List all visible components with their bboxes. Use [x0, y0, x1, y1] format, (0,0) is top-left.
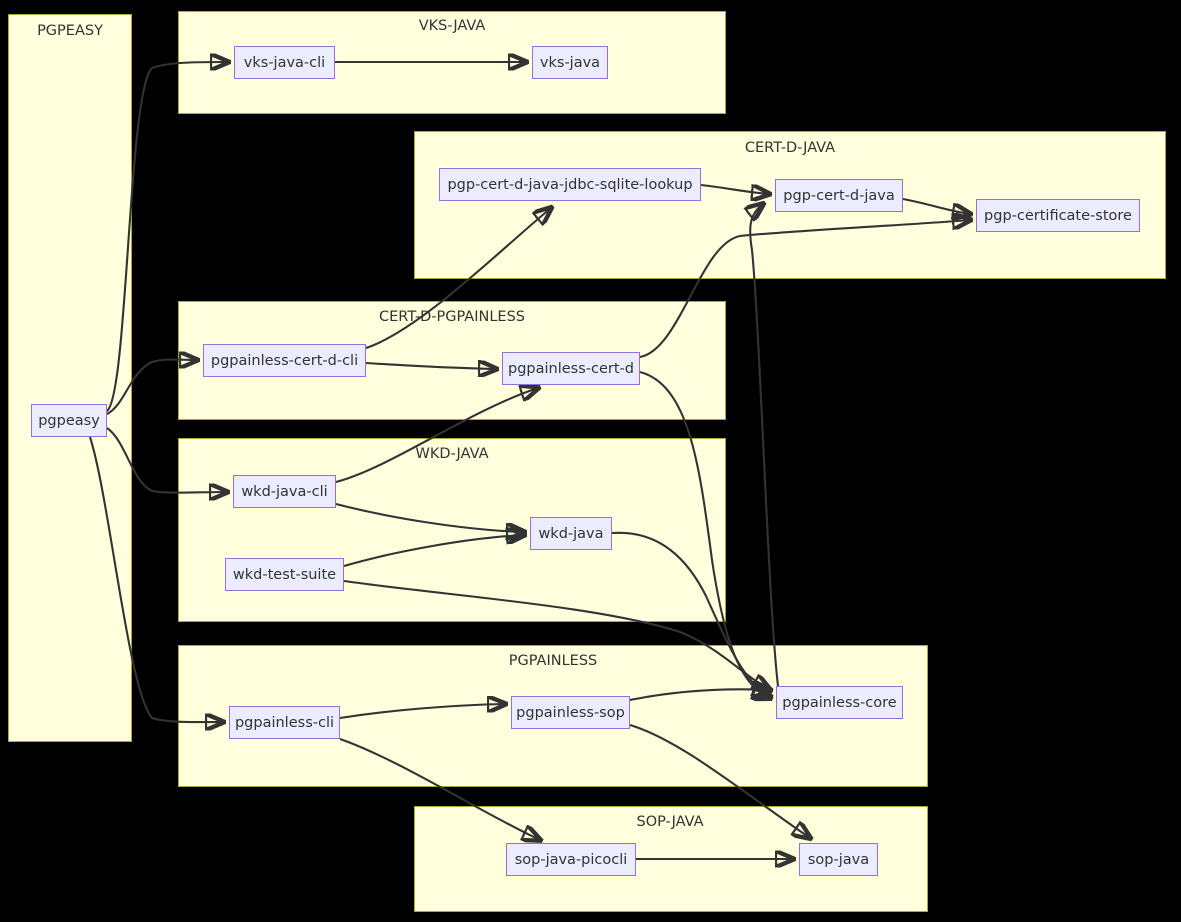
node-sop-java-picocli[interactable]: sop-java-picocli — [506, 843, 636, 876]
node-wkd-java-cli[interactable]: wkd-java-cli — [233, 475, 336, 508]
node-sop-java[interactable]: sop-java — [799, 843, 878, 876]
cluster-pgpeasy — [8, 14, 132, 742]
cluster-label-cert-d-pgpainless: CERT-D-PGPAINLESS — [379, 309, 525, 325]
node-pgpeasy[interactable]: pgpeasy — [31, 404, 107, 437]
node-wkd-test-suite[interactable]: wkd-test-suite — [225, 558, 344, 591]
node-pgpainless-cert-d-cli[interactable]: pgpainless-cert-d-cli — [203, 344, 366, 377]
node-pgpainless-cert-d[interactable]: pgpainless-cert-d — [502, 352, 640, 385]
node-pgp-cert-d-java-jdbc-sqlite-lookup[interactable]: pgp-cert-d-java-jdbc-sqlite-lookup — [439, 168, 701, 201]
cluster-wkd-java — [178, 438, 726, 622]
node-pgp-cert-d-java[interactable]: pgp-cert-d-java — [775, 179, 903, 212]
node-pgpainless-core[interactable]: pgpainless-core — [776, 686, 903, 719]
cluster-label-wkd-java: WKD-JAVA — [415, 446, 489, 462]
cluster-label-sop-java: SOP-JAVA — [636, 814, 704, 830]
node-pgpainless-sop[interactable]: pgpainless-sop — [511, 696, 630, 729]
cluster-label-pgpainless: PGPAINLESS — [508, 653, 598, 669]
cluster-label-vks-java: VKS-JAVA — [418, 18, 486, 34]
node-pgp-certificate-store[interactable]: pgp-certificate-store — [976, 199, 1140, 232]
node-vks-java[interactable]: vks-java — [532, 46, 608, 79]
node-pgpainless-cli[interactable]: pgpainless-cli — [229, 706, 340, 739]
cluster-label-cert-d-java: CERT-D-JAVA — [744, 140, 836, 156]
cluster-label-pgpeasy: PGPEASY — [37, 23, 103, 39]
node-wkd-java[interactable]: wkd-java — [530, 517, 612, 550]
node-vks-java-cli[interactable]: vks-java-cli — [234, 46, 335, 79]
